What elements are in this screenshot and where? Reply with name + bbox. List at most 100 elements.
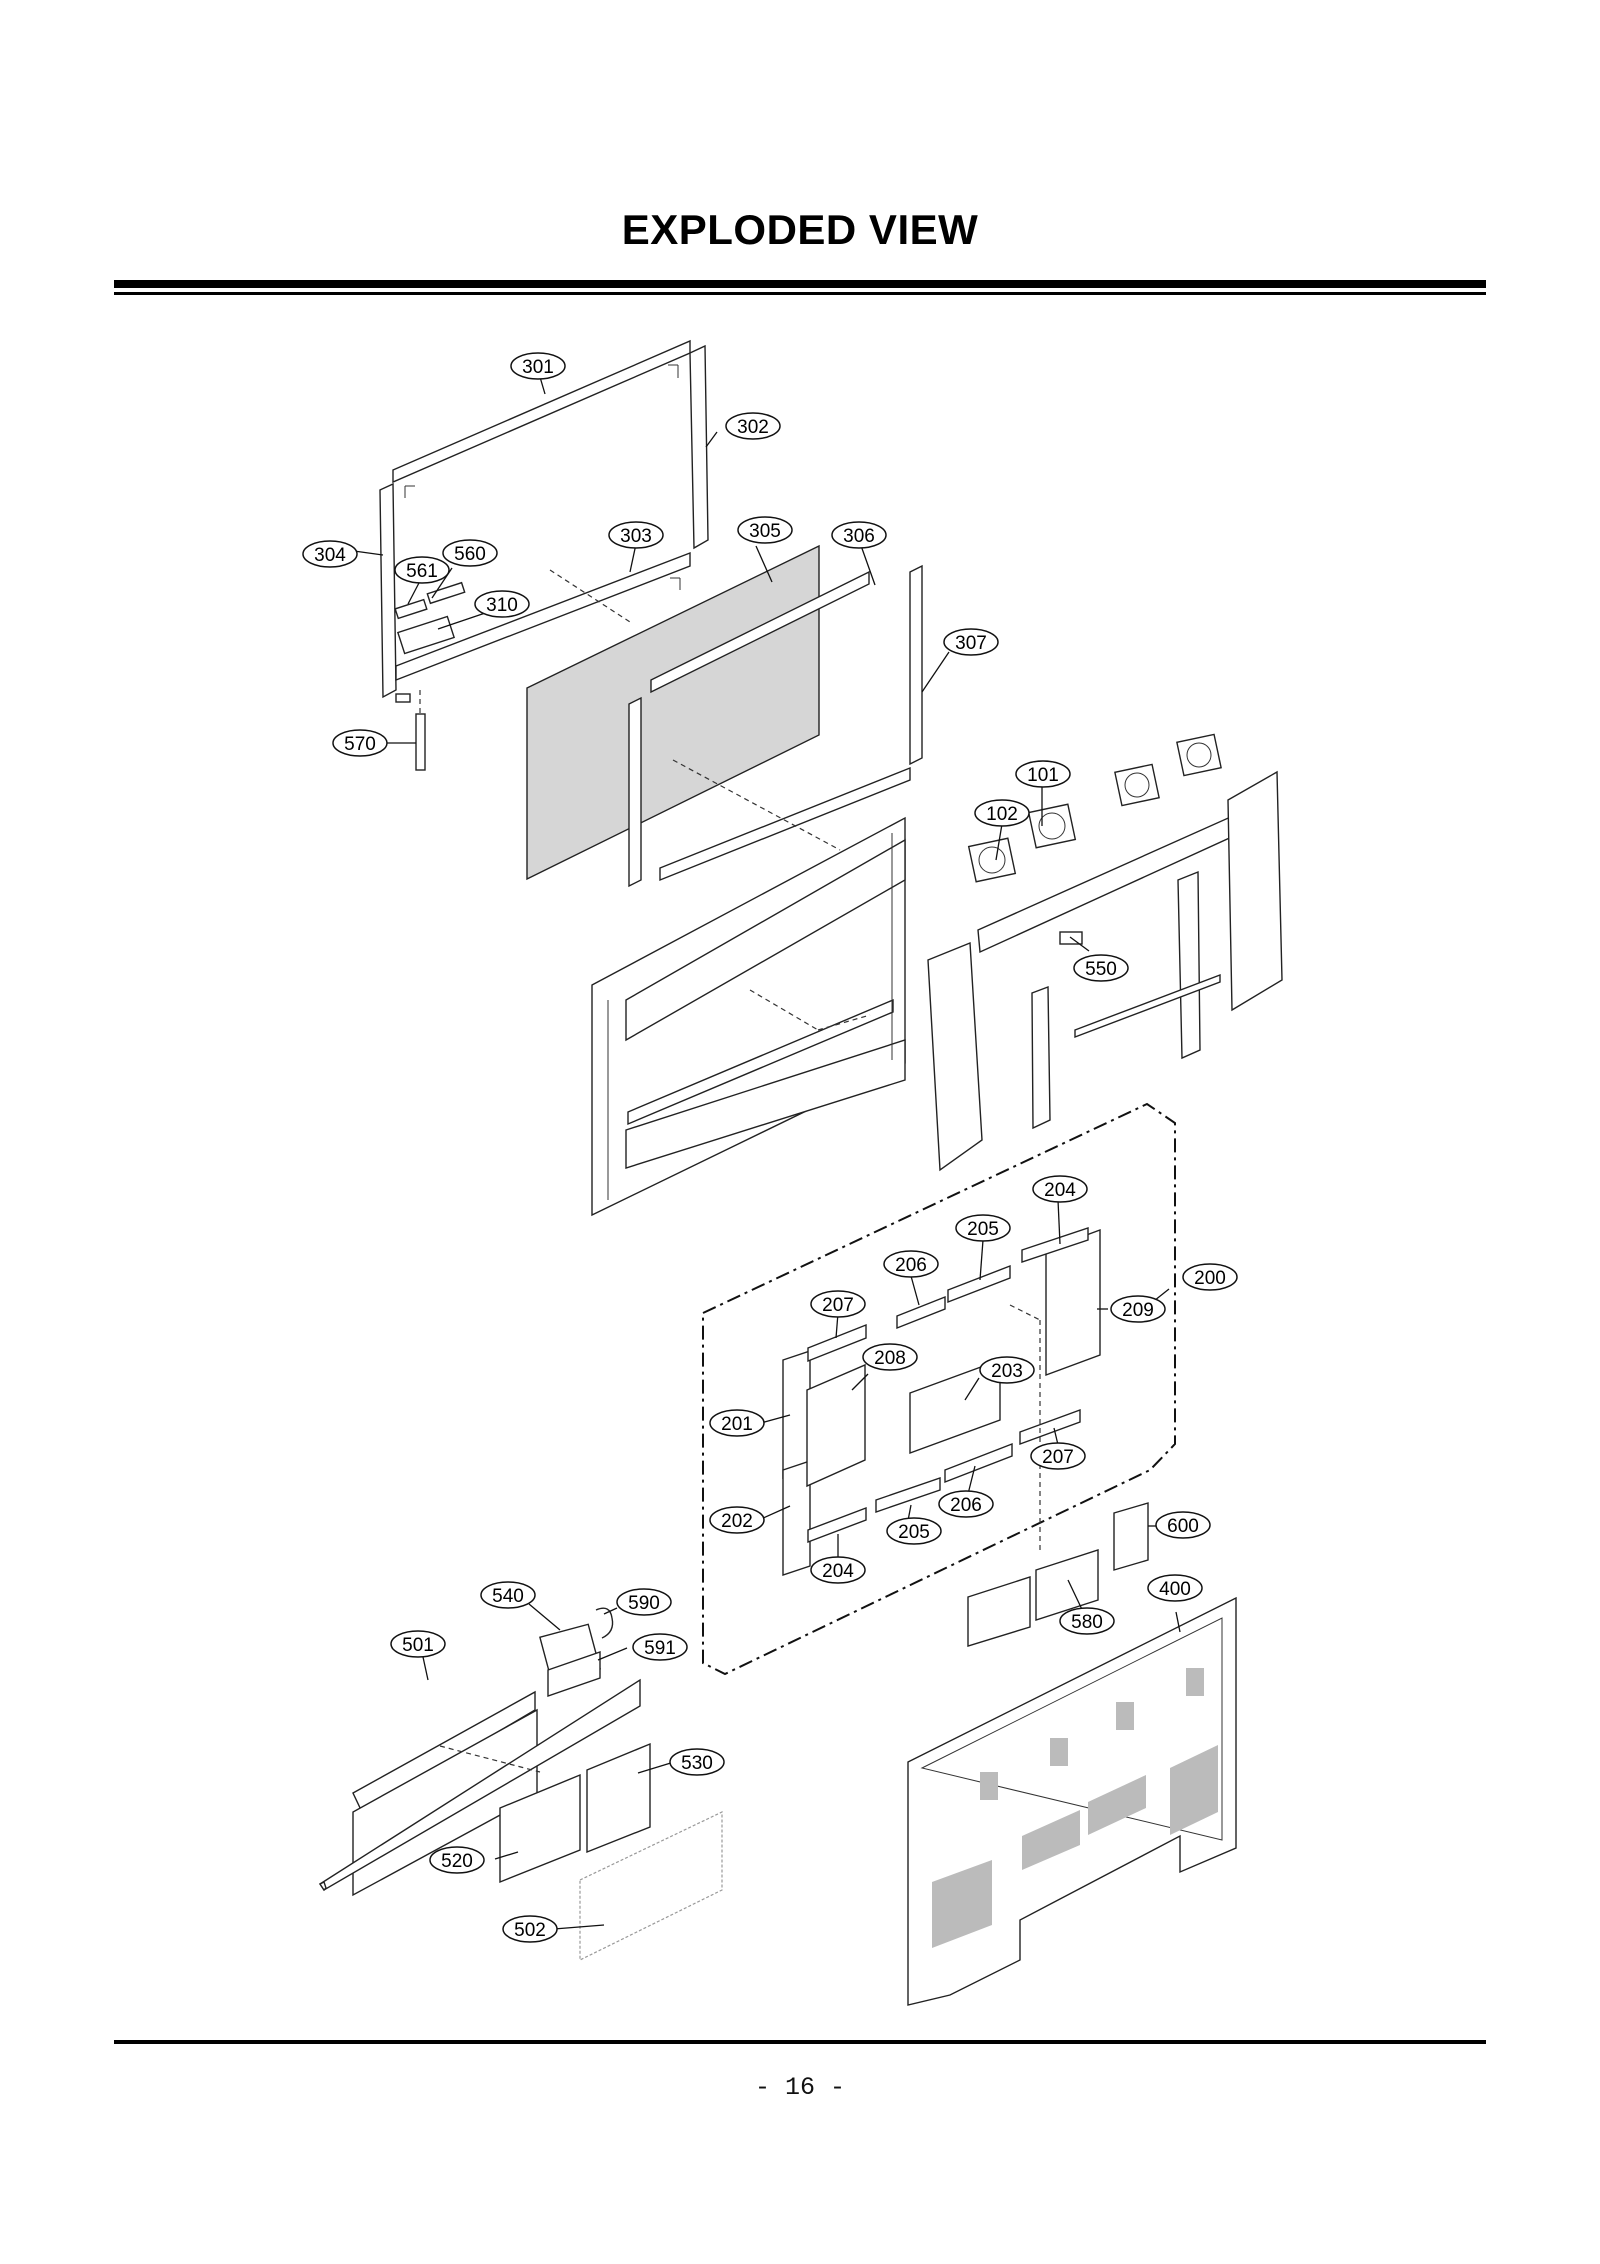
part-560-ir-pcb [426,581,466,605]
callout-303: 303 [608,521,664,549]
callout-205-bottom: 205 [886,1517,942,1545]
part-302-right-frame [689,344,709,550]
part-304-left-frame [379,482,397,699]
part-206-top-buffer [896,1295,946,1330]
part-570-bracket [415,713,426,771]
callout-560-label: 560 [454,544,486,565]
lower-left-assembly [318,1607,723,1961]
footer-rule [114,2040,1486,2044]
callout-400-label: 400 [1159,1579,1191,1600]
part-591-bracket [547,1651,601,1697]
part-101-fan [1027,803,1077,849]
callout-206-bottom: 206 [938,1490,994,1518]
part-550-rod [1074,973,1221,1039]
part-307-right-filter-frame [909,564,923,766]
callout-310: 310 [474,590,530,618]
part-201-y-sustain [782,1350,811,1479]
chassis-left-bracket [927,941,983,1172]
part-205-bottom-buffer [875,1477,941,1513]
callout-206-top-label: 206 [895,1255,927,1276]
part-305-glass-filter [526,544,820,881]
callout-305: 305 [737,516,793,544]
part-207-bottom-buffer [1019,1408,1081,1446]
callout-591-label: 591 [644,1638,676,1659]
callout-590-label: 590 [628,1593,660,1614]
callout-502: 502 [502,1915,558,1943]
callout-520: 520 [429,1846,485,1874]
callout-101-label: 101 [1027,765,1059,786]
callout-205-top-label: 205 [967,1219,999,1240]
callout-205-top: 205 [955,1214,1011,1242]
front-frame-assembly [379,339,709,771]
callout-302-label: 302 [737,417,769,438]
callout-591: 591 [632,1633,688,1661]
part-207-top-buffer [807,1323,867,1363]
page-number: - 16 - [754,2073,845,2102]
callout-570-label: 570 [344,734,376,755]
callout-540: 540 [480,1581,536,1609]
callout-205-bottom-label: 205 [898,1522,930,1543]
pcb-assembly-group-200 [702,1102,1176,1676]
glass-and-filter-frame [526,544,923,888]
part-206-bottom-buffer [944,1442,1013,1484]
title-rule-thin [114,292,1486,295]
callout-207-top: 207 [810,1290,866,1318]
title-rule-thick [114,280,1486,288]
callout-102: 102 [974,799,1030,827]
pdp-panel-module [591,816,906,1217]
part-filter-left-frame [628,696,642,888]
callout-101: 101 [1015,760,1071,788]
part-204-bottom-buffer [807,1506,867,1544]
callout-302: 302 [725,412,781,440]
fan-3 [1114,763,1160,807]
callout-200: 200 [1182,1263,1238,1291]
part-102-fan [967,837,1017,883]
chassis-frame-with-fans [927,733,1283,1172]
callout-501: 501 [390,1630,446,1658]
callout-204-top-label: 204 [1044,1180,1076,1201]
callout-530: 530 [669,1748,725,1776]
callout-530-label: 530 [681,1753,713,1774]
chassis-right-bracket [1227,770,1283,1012]
part-208-board [806,1363,866,1488]
part-600-board [1113,1502,1149,1571]
callout-306-label: 306 [843,526,875,547]
callout-202-label: 202 [721,1511,753,1532]
part-561-key-pcb [394,598,428,620]
callout-540-label: 540 [492,1586,524,1607]
part-306-top-filter-frame [650,570,870,694]
callout-208-label: 208 [874,1348,906,1369]
callout-550: 550 [1073,954,1129,982]
callout-209-label: 209 [1122,1300,1154,1321]
callout-207-top-label: 207 [822,1295,854,1316]
part-501-base-face [318,1881,327,1892]
part-205-top-buffer [947,1264,1011,1304]
fan-4 [1176,733,1222,777]
part-filter-bottom-frame [659,766,911,882]
part-204-top-buffer [1021,1227,1089,1263]
callout-580-label: 580 [1071,1612,1103,1633]
callout-204-top: 204 [1032,1175,1088,1203]
part-400-back-cover [907,1596,1237,2006]
callout-304-label: 304 [314,545,346,566]
callout-304: 304 [302,540,358,568]
callout-561-label: 561 [406,561,438,582]
part-580-board-a [967,1576,1031,1647]
callout-201: 201 [709,1409,765,1437]
callout-203: 203 [979,1356,1035,1384]
part-310-control-board [396,615,456,655]
callout-600: 600 [1155,1511,1211,1539]
callout-501-label: 501 [402,1635,434,1656]
callout-102-label: 102 [986,804,1018,825]
callout-570: 570 [332,729,388,757]
callout-204-bottom: 204 [810,1556,866,1584]
part-203-ctrl-board [909,1358,1001,1455]
callout-202: 202 [709,1506,765,1534]
callout-209: 209 [1110,1295,1166,1323]
callout-306: 306 [831,521,887,549]
part-530-board [586,1742,651,1854]
part-502-main-board [579,1811,723,1961]
callout-520-label: 520 [441,1851,473,1872]
callout-305-label: 305 [749,521,781,542]
